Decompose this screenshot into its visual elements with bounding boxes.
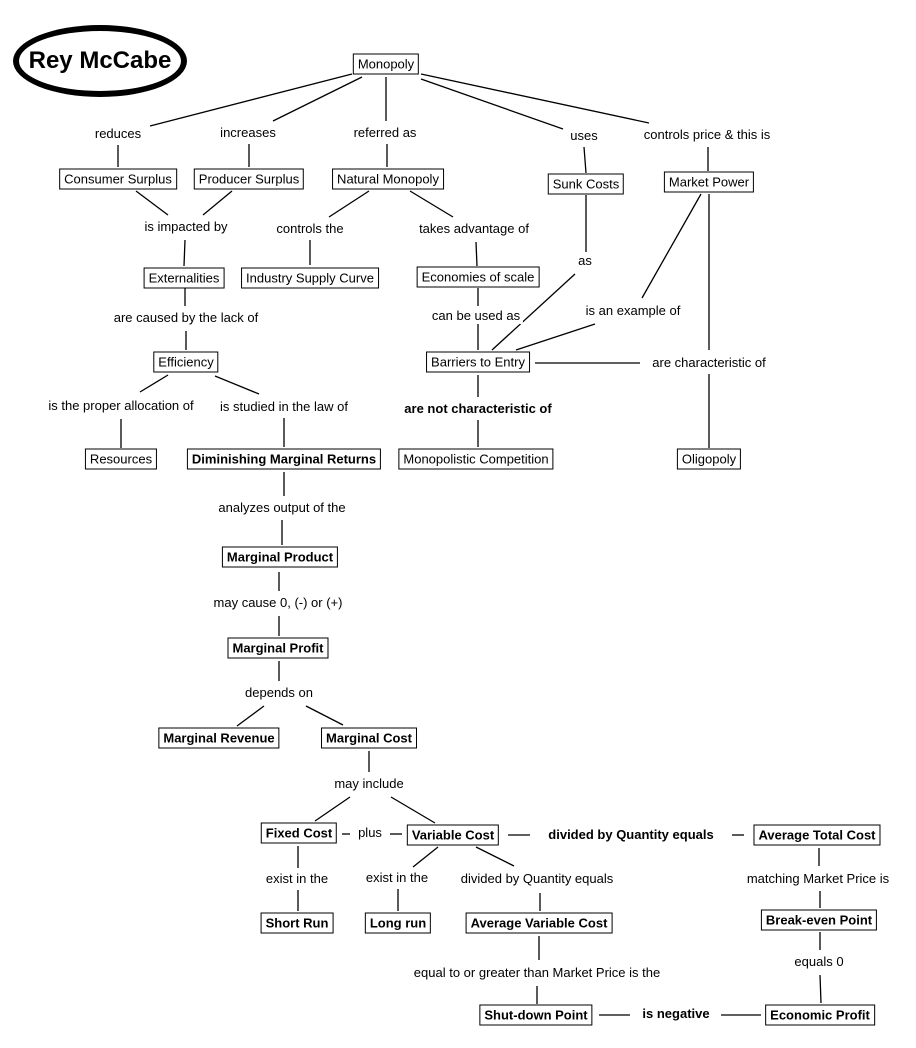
link-referred-as: referred as — [350, 125, 420, 141]
edge — [515, 323, 596, 351]
link-controls-the: controls the — [273, 221, 347, 237]
link-divided-by-quantity: divided by Quantity equals — [457, 871, 617, 887]
edge — [183, 239, 186, 267]
edge — [305, 705, 344, 726]
edge — [139, 374, 169, 393]
concept-consumer-surplus[interactable]: Consumer Surplus — [59, 168, 177, 190]
link-takes-advantage-of: takes advantage of — [416, 221, 532, 237]
edge — [314, 796, 351, 822]
link-is-an-example-of: is an example of — [582, 303, 684, 319]
edge — [491, 273, 576, 351]
link-uses: uses — [567, 128, 601, 144]
concept-marginal-cost[interactable]: Marginal Cost — [321, 727, 417, 749]
link-exist-in-the-short: exist in the — [262, 871, 332, 887]
concept-break-even-point[interactable]: Break-even Point — [760, 909, 878, 931]
edge — [475, 846, 515, 867]
link-are-caused-by: are caused by the lack of — [110, 310, 262, 326]
concept-monopoly[interactable]: Monopoly — [352, 53, 420, 75]
concept-resources[interactable]: Resources — [84, 448, 158, 470]
edge — [420, 78, 564, 130]
edge — [202, 190, 233, 216]
concept-externalities[interactable]: Externalities — [143, 267, 225, 289]
link-matching-market-price: matching Market Price is — [743, 871, 893, 887]
author-name: Rey McCabe — [28, 47, 172, 74]
concept-variable-cost[interactable]: Variable Cost — [406, 824, 500, 846]
concept-average-variable-cost[interactable]: Average Variable Cost — [465, 912, 613, 934]
edge — [272, 76, 363, 122]
concept-oligopoly[interactable]: Oligopoly — [676, 448, 742, 470]
link-analyzes-output: analyzes output of the — [215, 500, 349, 516]
link-controls-price: controls price & this is — [640, 127, 774, 143]
edge — [149, 73, 353, 127]
concept-natural-monopoly[interactable]: Natural Monopoly — [332, 168, 444, 190]
concept-long-run[interactable]: Long run — [364, 912, 432, 934]
edge — [236, 705, 265, 727]
edge — [412, 846, 439, 868]
concept-efficiency[interactable]: Efficiency — [153, 351, 219, 373]
edge — [135, 190, 169, 216]
link-plus: plus — [355, 825, 385, 841]
concept-industry-supply-curve[interactable]: Industry Supply Curve — [241, 267, 379, 289]
concept-monopolistic-competition[interactable]: Monopolistic Competition — [398, 448, 554, 470]
link-divided-by-quantity-bold: divided by Quantity equals — [545, 827, 717, 843]
link-may-include: may include — [331, 776, 407, 792]
edge — [819, 974, 822, 1004]
edge — [475, 241, 478, 267]
concept-market-power[interactable]: Market Power — [663, 171, 755, 193]
concept-sunk-costs[interactable]: Sunk Costs — [547, 173, 625, 195]
concept-diminishing-marginal-returns[interactable]: Diminishing Marginal Returns — [186, 448, 382, 470]
author-oval — [13, 25, 187, 97]
link-is-impacted-by: is impacted by — [141, 219, 231, 235]
link-equal-or-greater: equal to or greater than Market Price is… — [410, 965, 664, 981]
edge — [641, 193, 702, 299]
link-are-characteristic-of: are characteristic of — [649, 355, 769, 371]
concept-fixed-cost[interactable]: Fixed Cost — [260, 822, 338, 844]
link-proper-allocation: is the proper allocation of — [45, 398, 197, 414]
link-depends-on: depends on — [242, 685, 316, 701]
concept-marginal-revenue[interactable]: Marginal Revenue — [158, 727, 280, 749]
link-as: as — [575, 253, 595, 269]
edge — [214, 375, 260, 395]
edge — [328, 190, 370, 218]
concept-marginal-profit[interactable]: Marginal Profit — [227, 637, 329, 659]
concept-shut-down-point[interactable]: Shut-down Point — [479, 1004, 593, 1026]
link-is-negative: is negative — [639, 1006, 713, 1022]
link-reduces: reduces — [91, 126, 145, 142]
concept-economies-of-scale[interactable]: Economies of scale — [416, 266, 540, 288]
concept-producer-surplus[interactable]: Producer Surplus — [193, 168, 305, 190]
concept-average-total-cost[interactable]: Average Total Cost — [753, 824, 881, 846]
concept-marginal-product[interactable]: Marginal Product — [221, 546, 339, 568]
link-can-be-used-as: can be used as — [428, 308, 524, 324]
edge — [583, 146, 587, 174]
link-increases: increases — [217, 125, 279, 141]
link-equals-0: equals 0 — [791, 954, 847, 970]
link-exist-in-the-long: exist in the — [362, 870, 432, 886]
link-may-cause: may cause 0, (-) or (+) — [210, 595, 346, 611]
edge — [390, 796, 436, 824]
concept-economic-profit[interactable]: Economic Profit — [765, 1004, 875, 1026]
concept-barriers-to-entry[interactable]: Barriers to Entry — [426, 351, 530, 373]
concept-short-run[interactable]: Short Run — [260, 912, 334, 934]
edge — [420, 73, 650, 124]
link-studied-in-law: is studied in the law of — [217, 399, 351, 415]
link-are-not-characteristic-of: are not characteristic of — [401, 401, 555, 417]
edge — [409, 190, 454, 218]
